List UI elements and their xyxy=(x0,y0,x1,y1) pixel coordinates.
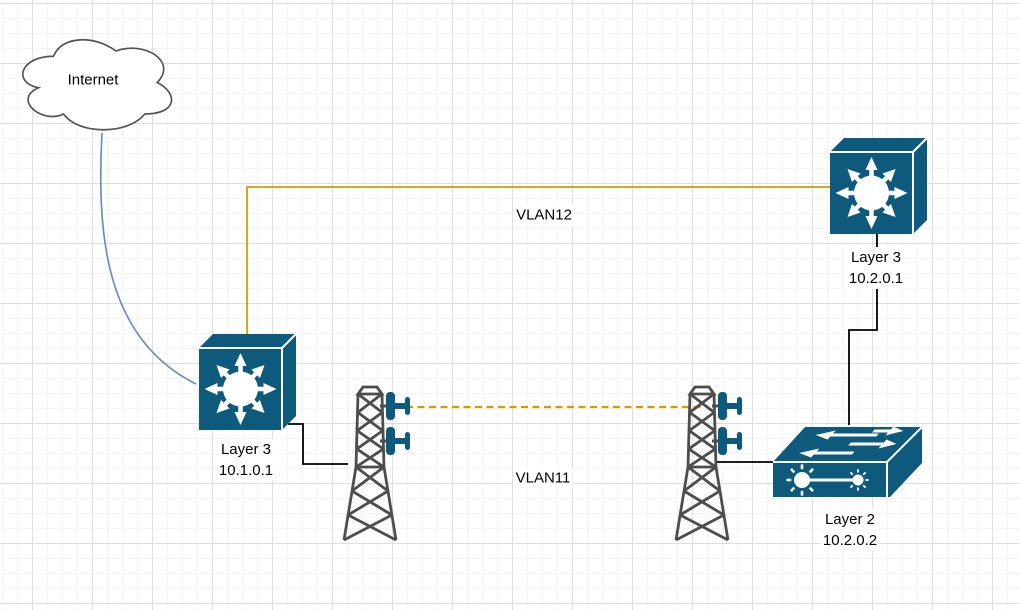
vlan11-link-label: VLAN11 xyxy=(513,467,573,489)
internet-label: Internet xyxy=(67,71,119,89)
l3-right-label: Layer 3 10.2.0.1 xyxy=(846,247,906,289)
l2-label: Layer 2 10.2.0.2 xyxy=(820,509,880,551)
radio-tower-left-icon[interactable] xyxy=(344,387,410,540)
l3-switch-right-icon[interactable] xyxy=(830,138,927,234)
internet-uplink-connector[interactable] xyxy=(99,132,197,385)
vlan12-connector[interactable] xyxy=(246,186,830,335)
l3-left-label: Layer 3 10.1.0.1 xyxy=(216,439,276,481)
radio-tower-right-icon[interactable] xyxy=(676,387,742,540)
internet-cloud-icon[interactable] xyxy=(21,38,173,131)
cable-l3left-to-tower[interactable] xyxy=(288,423,348,465)
vlan12-link-label: VLAN12 xyxy=(514,204,574,226)
l3-switch-left-icon[interactable] xyxy=(199,334,296,430)
l2-switch-icon[interactable] xyxy=(773,426,923,498)
